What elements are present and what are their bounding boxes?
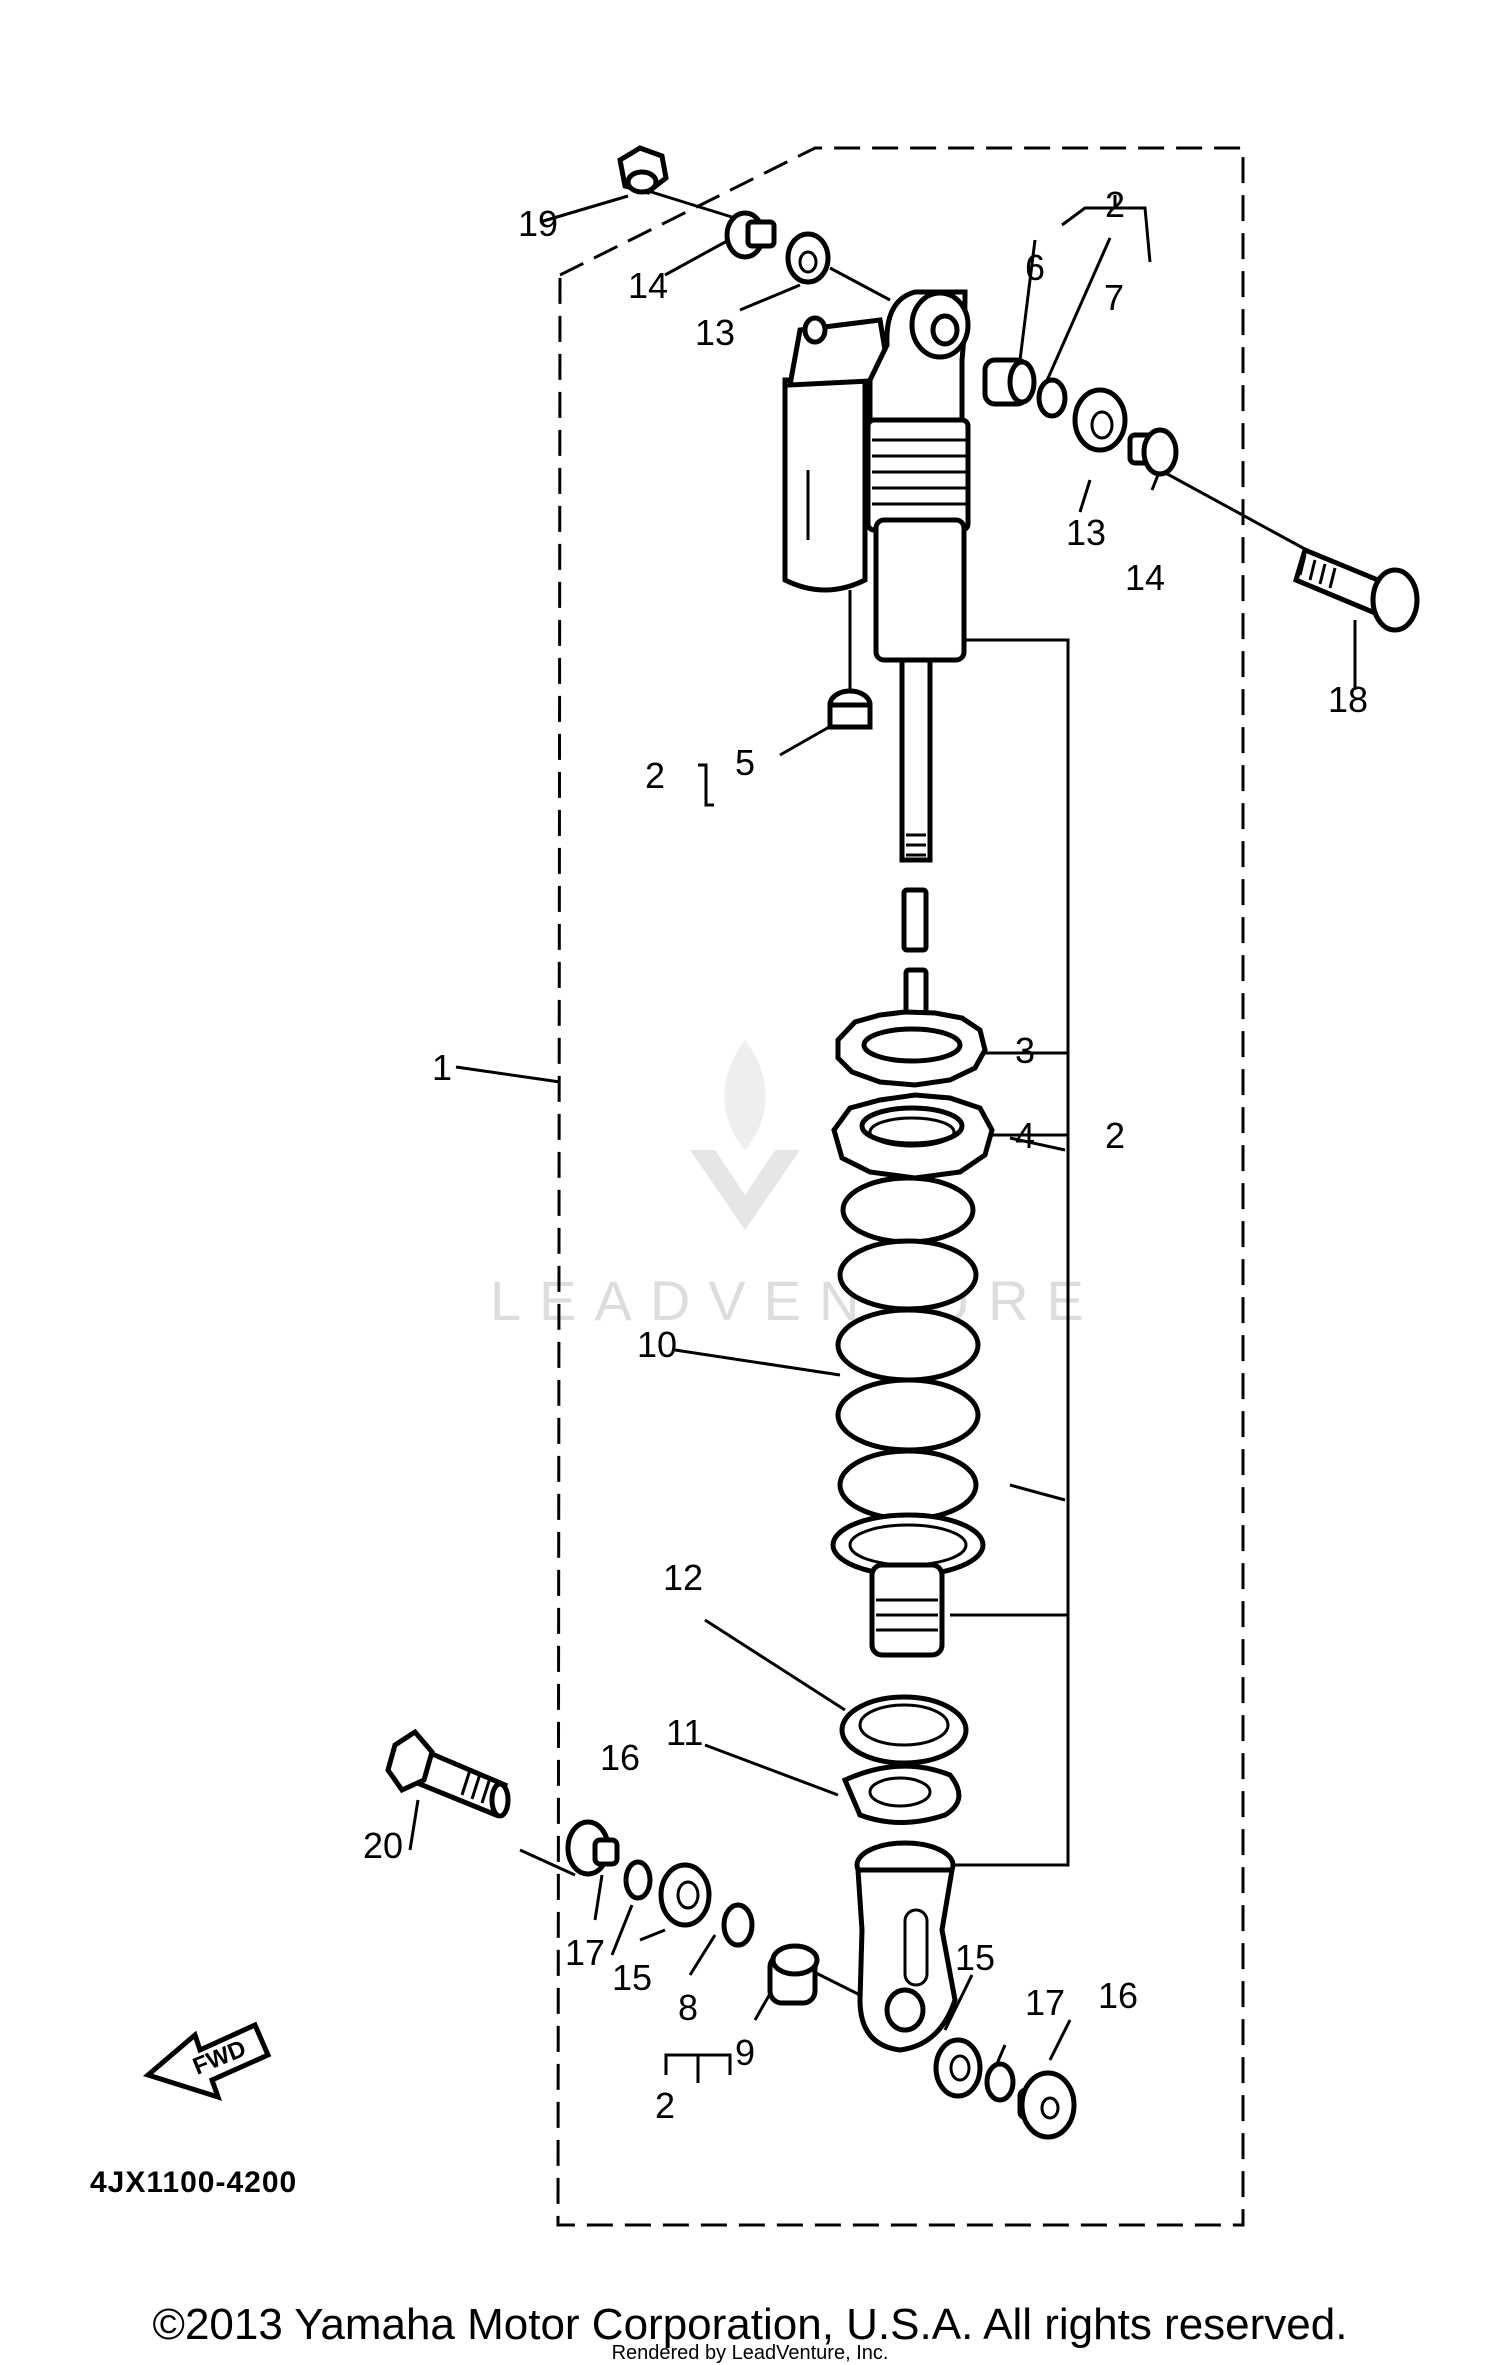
- part-12-bump-stop: [839, 1562, 969, 1766]
- callout-9: 9: [735, 2032, 755, 2073]
- part-19-nut: [617, 145, 669, 195]
- callout-6: 6: [1025, 247, 1045, 288]
- part-1-lower-eye: [854, 1840, 958, 2053]
- callout-13-upper: 13: [695, 312, 735, 353]
- part-13-right-bearing: [1072, 387, 1128, 453]
- callout-labels: 19 14 13 2 6 7 13 14 18 2 5 1 3 4 2 10 1…: [363, 184, 1368, 2126]
- part-20-bolt: [385, 1728, 511, 1819]
- part-10-spring: [830, 1175, 986, 1578]
- callout-2-left: 2: [645, 755, 665, 796]
- part-8-circlip: [721, 1902, 755, 1948]
- callout-11: 11: [666, 1712, 703, 1753]
- part-7-circlip: [1036, 377, 1068, 419]
- callout-19: 19: [518, 203, 558, 244]
- callout-12: 12: [663, 1557, 703, 1598]
- callout-7: 7: [1104, 277, 1124, 318]
- rendered-by-text: Rendered by LeadVenture, Inc.: [611, 2342, 889, 2364]
- diagram-code: 4JX1100-4200: [90, 2166, 297, 2199]
- part-15-right-bearing: [933, 2037, 983, 2099]
- part-3-lock-nut: [835, 1009, 988, 1088]
- part-1-shock-body: [865, 289, 971, 1028]
- part-1-reservoir: [782, 315, 893, 690]
- part-13-upper-bearing: [785, 231, 831, 285]
- part-4-spring-adjuster: [831, 1092, 995, 1181]
- callout-2-right: 2: [1105, 1115, 1125, 1156]
- part-16-right-collar: [1017, 2070, 1077, 2140]
- leader-lines: [408, 188, 1357, 2081]
- part-18-bolt: [1292, 546, 1420, 633]
- callout-20: 20: [363, 1825, 403, 1866]
- part-17-left-seal: [623, 1859, 653, 1901]
- callout-15-left: 15: [612, 1957, 652, 1998]
- watermark-text: LEADVENTURE: [490, 1269, 1102, 1332]
- part-14-upper-collar: [724, 210, 777, 260]
- callout-16-right: 16: [1098, 1975, 1138, 2016]
- callout-5: 5: [735, 742, 755, 783]
- callout-2-top: 2: [1105, 184, 1125, 225]
- callout-17-right: 17: [1025, 1982, 1065, 2023]
- part-15-left-bearing: [658, 1862, 712, 1928]
- callout-16-left: 16: [600, 1737, 640, 1778]
- callout-2-bottom: 2: [655, 2085, 675, 2126]
- part-5-adjuster: [827, 688, 873, 730]
- callout-10: 10: [637, 1324, 677, 1365]
- callout-15-right: 15: [955, 1937, 995, 1978]
- callout-4: 4: [1015, 1115, 1035, 1156]
- leadventure-watermark: LEADVENTURE: [490, 1040, 1102, 1332]
- callout-8: 8: [678, 1987, 698, 2028]
- callout-13-right: 13: [1066, 512, 1106, 553]
- part-17-right-seal: [984, 2061, 1016, 2103]
- shock-assembly-outline: [556, 146, 1245, 2227]
- fwd-arrow-icon: FWD: [142, 2021, 272, 2101]
- callout-14-upper: 14: [628, 265, 668, 306]
- callout-17-left: 17: [565, 1932, 605, 1973]
- part-11-spring-guide: [841, 1763, 962, 1825]
- part-16-left-collar: [565, 1819, 620, 1877]
- copyright-notice: ©2013 Yamaha Motor Corporation, U.S.A. A…: [152, 2300, 1348, 2349]
- callout-brackets: [664, 195, 1152, 2083]
- callout-18: 18: [1328, 679, 1368, 720]
- callout-14-right: 14: [1125, 557, 1165, 598]
- callout-1: 1: [432, 1047, 452, 1088]
- part-14-right-collar: [1127, 427, 1179, 477]
- callout-3: 3: [1015, 1030, 1035, 1071]
